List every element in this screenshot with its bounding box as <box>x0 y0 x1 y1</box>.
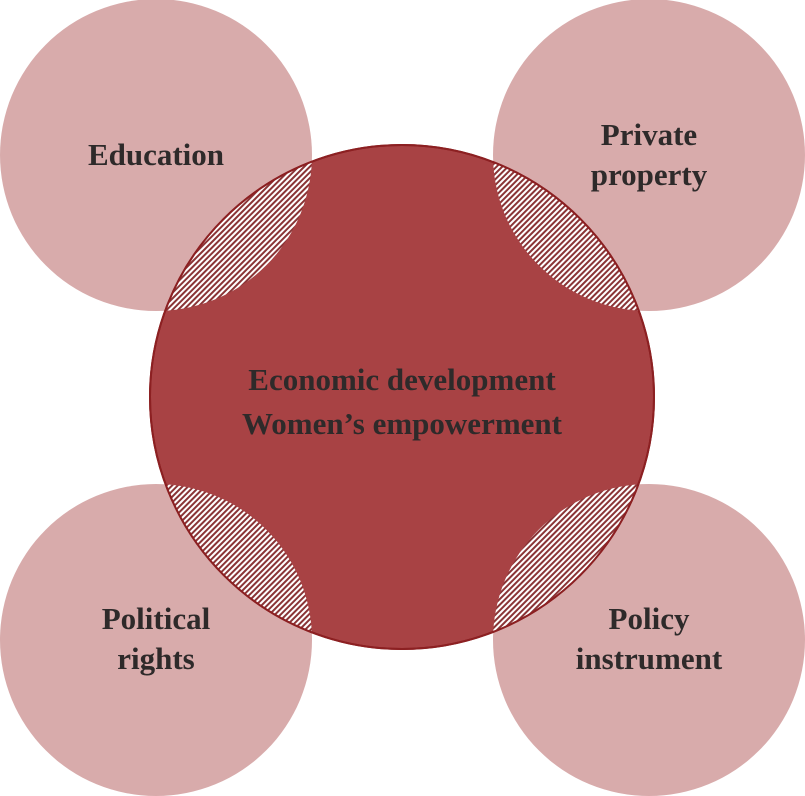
private-property-label-line1: Private <box>600 117 698 153</box>
political-rights-label: Political rights <box>56 594 256 684</box>
center-label-line2: Women’s empowerment <box>242 406 562 441</box>
political-rights-label-line2: rights <box>117 641 195 676</box>
center-label: Economic development Women’s empowerment <box>152 352 652 452</box>
policy-instrument-label-line2: instrument <box>575 641 723 676</box>
political-rights-label-line1: Political <box>101 601 211 637</box>
policy-instrument-label: Policy instrument <box>549 594 749 684</box>
private-property-label-line2: property <box>590 157 708 192</box>
policy-instrument-label-line1: Policy <box>608 601 690 637</box>
center-circle-outline <box>149 144 655 650</box>
private-property-label: Private property <box>549 110 749 200</box>
center-label-line1: Economic development <box>248 361 556 397</box>
education-label-line1: Education <box>87 137 225 173</box>
education-label: Education <box>56 125 256 185</box>
